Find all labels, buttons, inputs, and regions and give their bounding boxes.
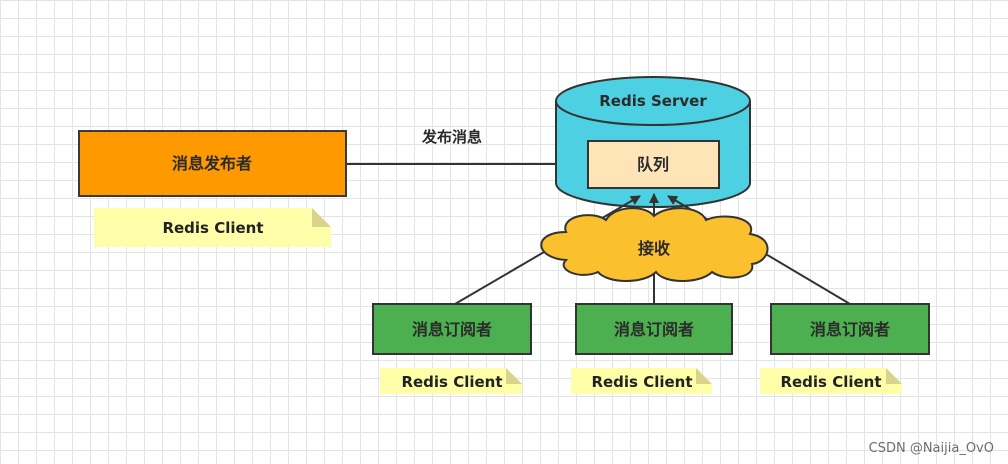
subscriber-client-note-1: Redis Client	[380, 368, 522, 394]
watermark: CSDN @Naijia_OvO	[869, 441, 994, 456]
receive-cloud[interactable]: 接收	[540, 207, 769, 282]
queue-box[interactable]: 队列	[587, 140, 720, 189]
publisher-client-note: Redis Client	[94, 208, 331, 247]
subscriber-client-note-3: Redis Client	[760, 368, 902, 394]
subscriber-node-2[interactable]: 消息订阅者	[575, 303, 733, 355]
subscriber-label-1: 消息订阅者	[412, 320, 492, 339]
subscriber-label-3: 消息订阅者	[810, 320, 890, 339]
subscriber-node-1[interactable]: 消息订阅者	[372, 303, 532, 355]
subscriber-client-note-2: Redis Client	[571, 368, 712, 394]
receive-cloud-label: 接收	[638, 239, 670, 258]
subscriber-client-note-text-3: Redis Client	[780, 373, 881, 391]
subscriber-client-note-text-1: Redis Client	[401, 373, 502, 391]
publish-edge: 发布消息	[347, 128, 587, 169]
subscriber-client-note-text-2: Redis Client	[591, 373, 692, 391]
queue-label: 队列	[637, 155, 669, 174]
publisher-label: 消息发布者	[172, 154, 252, 173]
publisher-client-note-text: Redis Client	[162, 219, 263, 237]
redis-server-title: Redis Server	[599, 92, 707, 110]
subscriber-label-2: 消息订阅者	[614, 320, 694, 339]
subscriber-node-3[interactable]: 消息订阅者	[770, 303, 930, 355]
publisher-node[interactable]: 消息发布者	[78, 130, 347, 197]
publish-edge-label: 发布消息	[421, 128, 482, 146]
